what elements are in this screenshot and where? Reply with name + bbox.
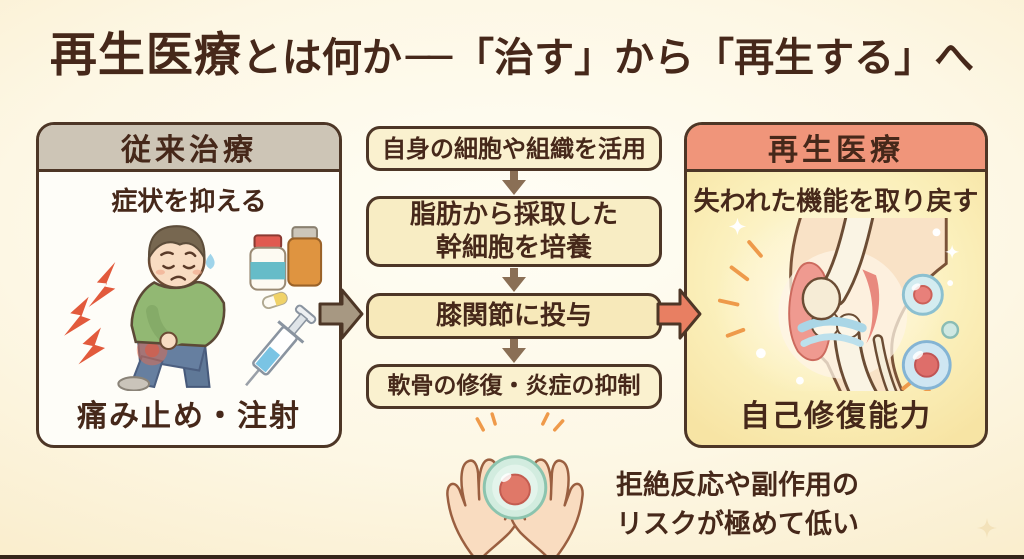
gray-right-arrow-icon	[318, 288, 364, 340]
flow-step-3-label: 膝関節に投与	[435, 300, 592, 331]
title-part4: へ	[934, 35, 975, 81]
low-risk-note-line2: リスクが極めて低い	[616, 509, 859, 541]
corner-sparkle-icon	[977, 518, 997, 538]
flow-step-2: 脂肪から採取した 幹細胞を培養	[366, 196, 662, 267]
title-term-regenerative-medicine: 再生医療	[43, 16, 247, 91]
person-knee-pain-illustration	[39, 218, 339, 391]
flow-step-1: 自身の細胞や組織を活用	[366, 126, 662, 171]
knee-joint-illustration	[687, 218, 985, 391]
down-arrow-icon	[502, 339, 526, 363]
syringe-icon	[245, 304, 317, 386]
low-risk-note: 拒絶反応や副作用の リスクが極めて低い	[616, 466, 896, 544]
regenerative-medicine-subtitle: 失われた機能を取り戻す	[693, 187, 979, 217]
title-dash: ──	[405, 35, 452, 81]
bottom-border	[0, 555, 1024, 559]
orange-right-arrow-icon	[656, 288, 702, 340]
flow-step-4: 軟骨の修復・炎症の抑制	[366, 364, 662, 409]
hands-holding-cell-icon	[446, 412, 584, 559]
regenerative-medicine-caption: 自己修復能力	[740, 399, 932, 434]
flow-step-4-label: 軟骨の修復・炎症の抑制	[387, 373, 641, 400]
title-part1: 再生医療	[49, 28, 242, 83]
sparkle-dots-icon	[728, 218, 960, 385]
low-risk-note-line1: 拒絶反応や副作用の	[616, 470, 859, 501]
title-part3: 「治す」から「再生する」	[454, 35, 935, 81]
medicine-bottles-icon	[249, 225, 323, 291]
conventional-treatment-header: 従来治療	[39, 125, 339, 172]
cell-icon	[482, 455, 548, 520]
page-title: 再生医療 とは何か ── 「治す」から「再生する」 へ	[0, 16, 1024, 100]
hands-holding-cell-illustration	[396, 412, 634, 559]
sparkle-rays-icon	[475, 412, 565, 432]
conventional-treatment-caption: 痛み止め・注射	[77, 399, 301, 434]
conventional-treatment-subtitle: 症状を抑える	[111, 187, 267, 217]
pain-flash-icon	[64, 261, 116, 364]
down-arrow-icon	[502, 268, 526, 292]
knee-joint-icon	[714, 218, 960, 391]
flow-step-1-label: 自身の細胞や組織を活用	[382, 134, 646, 163]
regenerative-medicine-panel: 再生医療 失われた機能を取り戻す	[684, 122, 988, 448]
capsule-pill-icon	[261, 291, 288, 309]
person-knee-pain-icon	[64, 224, 323, 391]
sparkle-rays-icon	[717, 239, 931, 391]
conventional-treatment-panel: 従来治療 症状を抑える	[36, 122, 342, 448]
stem-cells-icon	[901, 273, 960, 390]
flow-step-2-line2: 幹細胞を培養	[435, 232, 592, 263]
regenerative-medicine-header: 再生医療	[687, 125, 985, 172]
title-part2: とは何か	[241, 35, 402, 81]
flow-step-2-line1: 脂肪から採取した	[409, 200, 618, 230]
title-quoted-phrase: 「治す」から「再生する」	[447, 25, 939, 91]
down-arrow-icon	[502, 171, 526, 195]
flow-step-3: 膝関節に投与	[366, 293, 662, 339]
